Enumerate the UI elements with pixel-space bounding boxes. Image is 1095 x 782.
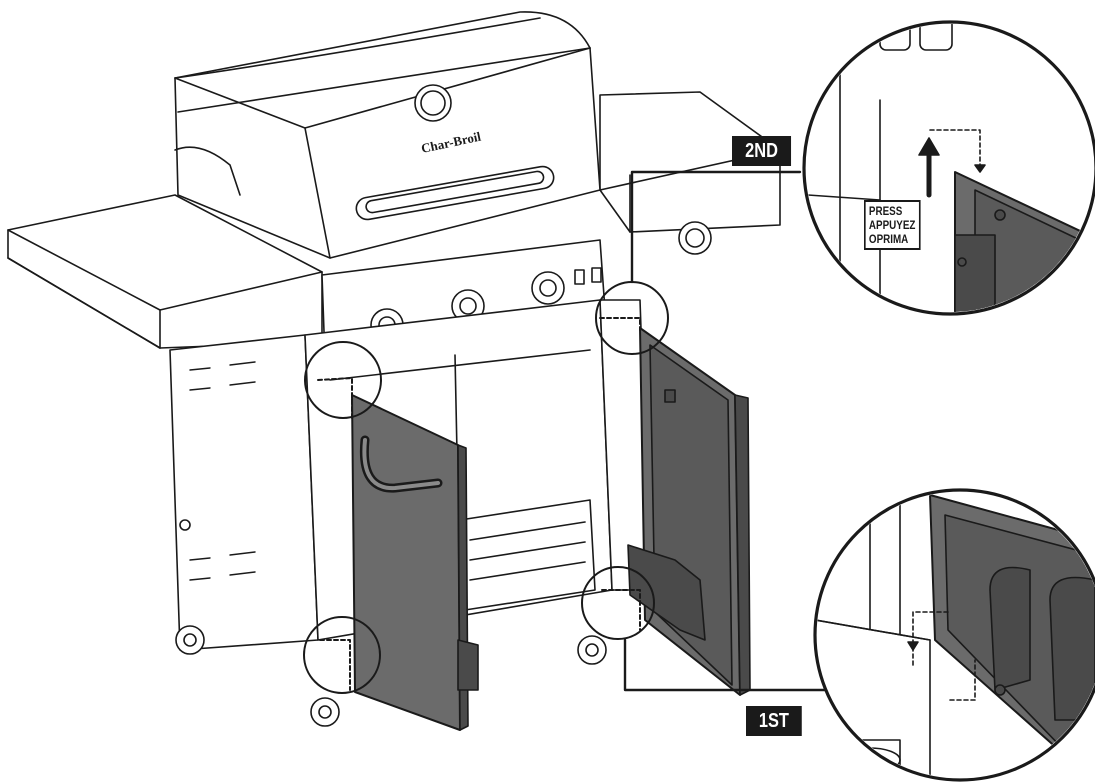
leader-lines — [623, 170, 834, 692]
zoom-marker-bottom-left — [303, 616, 381, 694]
left-side-shelf — [7, 194, 323, 349]
zoom-markers — [303, 281, 669, 694]
caster-wheels — [175, 625, 607, 727]
step-label-second: 2ND — [732, 136, 792, 166]
press-instruction-box: PRESS APPUYEZ OPRIMA — [864, 200, 921, 250]
press-text-en: PRESS — [868, 204, 903, 218]
right-door — [627, 327, 751, 696]
burner-knob-3 — [531, 271, 565, 305]
detail-magnifier-top — [802, 20, 1095, 316]
zoom-marker-bottom-right — [581, 566, 655, 640]
grill-lid: Char-Broil — [174, 11, 601, 259]
right-side-shelf — [599, 91, 781, 255]
zoom-marker-top-left — [304, 341, 382, 419]
press-text-fr: APPUYEZ — [868, 218, 916, 232]
step-label-first: 1ST — [746, 706, 802, 736]
press-text-es: OPRIMA — [868, 232, 909, 246]
detail-magnifier-bottom — [813, 488, 1095, 782]
